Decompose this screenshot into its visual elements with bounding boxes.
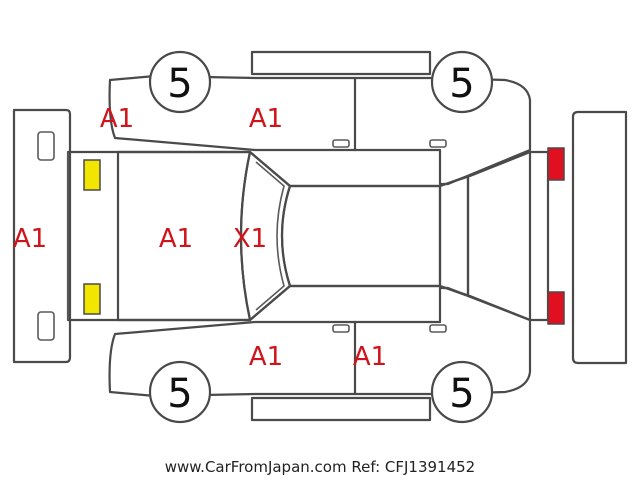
left-rear-door-handle xyxy=(429,139,447,148)
marker-front-bumper: A1 xyxy=(13,224,47,254)
wheel-rear-left-score: 5 xyxy=(449,61,474,107)
front-bumper-light-lower xyxy=(37,311,55,341)
taillight-left xyxy=(547,147,565,181)
wheel-rear-right xyxy=(430,360,494,424)
windshield-inner xyxy=(255,161,285,311)
wheel-rear-right-score: 5 xyxy=(449,371,474,417)
wheel-front-left xyxy=(148,50,212,114)
right-front-door-handle xyxy=(332,324,350,333)
marker-front-right-door: A1 xyxy=(249,342,283,372)
footer-reference: www.CarFromJapan.com Ref: CFJ1391452 xyxy=(164,458,476,476)
rear-window xyxy=(438,174,470,298)
marker-front-left-door: A1 xyxy=(249,104,283,134)
marker-rear-right-door: A1 xyxy=(353,342,387,372)
marker-windshield: X1 xyxy=(233,224,267,254)
headlight-left xyxy=(83,159,101,191)
marker-front-left-fender: A1 xyxy=(100,104,134,134)
wheel-front-right xyxy=(148,360,212,424)
front-bumper xyxy=(12,108,72,364)
front-bumper-light-upper xyxy=(37,131,55,161)
roof xyxy=(280,184,442,288)
tailgate xyxy=(466,150,532,322)
rear-bumper xyxy=(571,110,628,365)
taillight-right xyxy=(547,291,565,325)
right-side-step xyxy=(250,396,432,422)
right-rear-door-handle xyxy=(429,324,447,333)
wheel-front-right-score: 5 xyxy=(167,371,192,417)
car-body-top xyxy=(66,150,550,322)
wheel-rear-left xyxy=(430,50,494,114)
headlight-right xyxy=(83,283,101,315)
left-side-step xyxy=(250,50,432,76)
marker-hood: A1 xyxy=(159,224,193,254)
wheel-front-left-score: 5 xyxy=(167,61,192,107)
left-front-door-handle xyxy=(332,139,350,148)
